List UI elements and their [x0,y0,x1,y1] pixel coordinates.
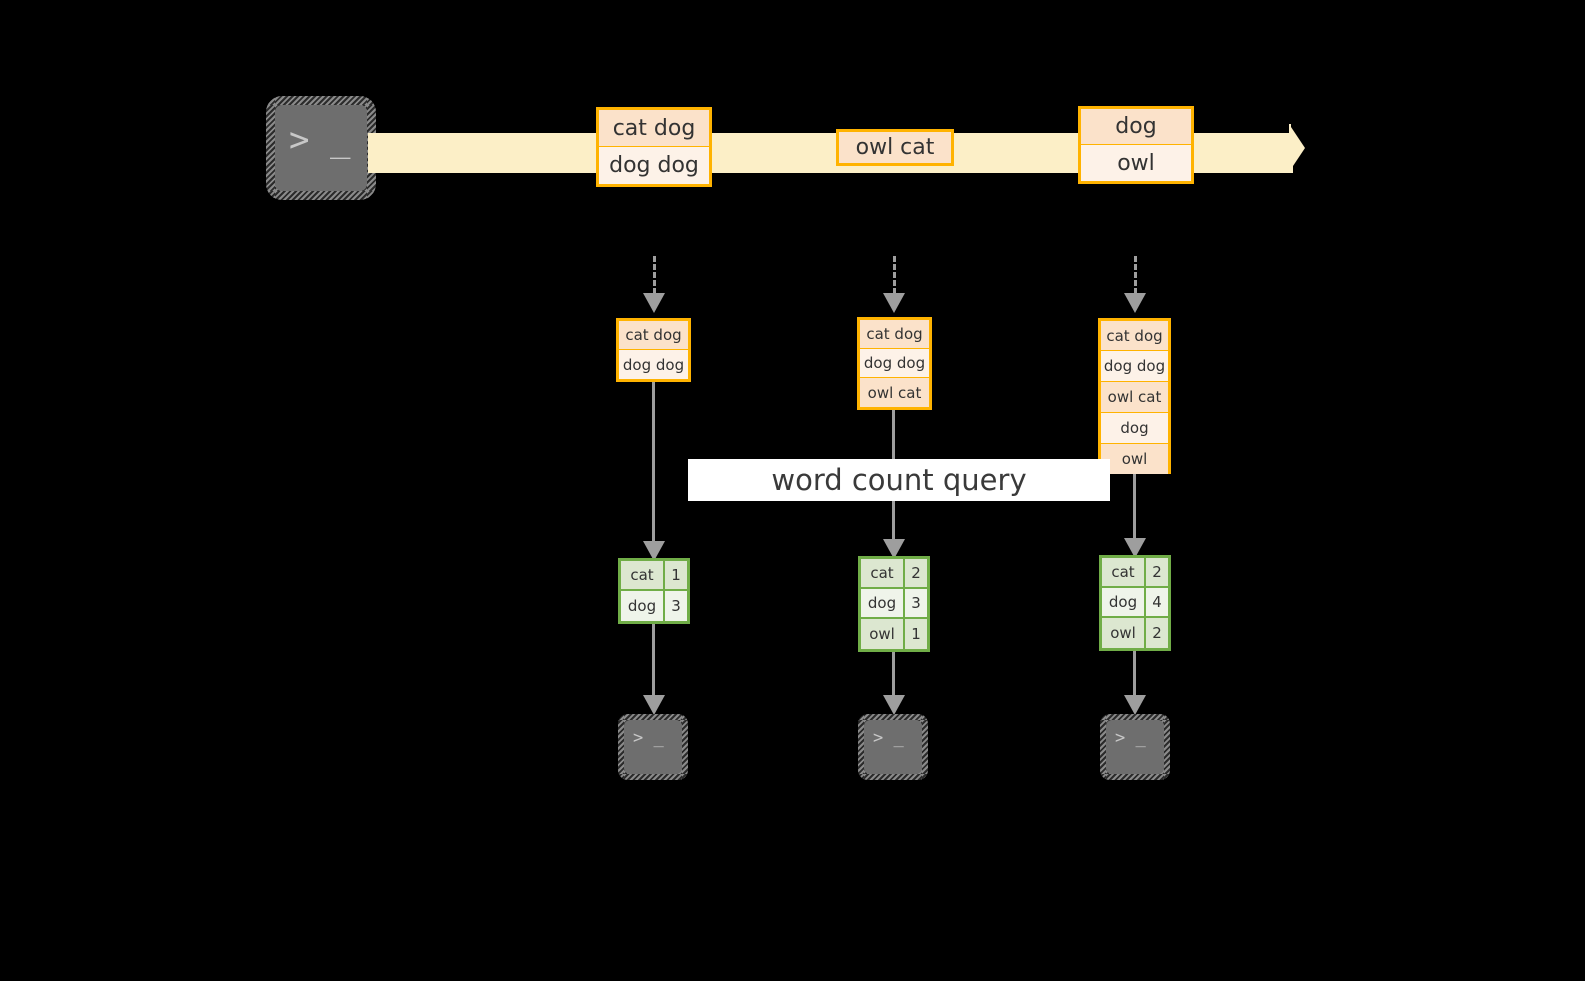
result-table-row: cat 2 [861,559,927,589]
terminal-prompt-glyph: > _ [633,728,664,748]
input-table-column-3: cat dog dog dog owl cat dog owl [1098,318,1171,474]
result-word-cell: dog [1102,588,1146,616]
result-word-cell: cat [1102,558,1146,586]
sink-connector-column-1 [652,624,655,696]
query-connector-arrow-head-column-1 [643,541,665,561]
source-terminal-icon: > _ [266,96,376,200]
result-table-row: dog 3 [621,591,687,621]
input-table-row: dog dog [1101,351,1168,382]
result-word-cell: dog [621,591,665,621]
input-table-row: owl [1101,444,1168,474]
sink-terminal-icon-column-2: > _ [858,714,928,780]
query-connector-column-3 [1133,474,1136,540]
sink-terminal-icon-column-1: > _ [618,714,688,780]
input-table-row: cat dog [860,320,929,349]
stream-event-box: owl cat [836,129,954,166]
terminal-screen: > _ [864,720,922,774]
input-table-row: cat dog [619,321,688,350]
input-table-column-2: cat dog dog dog owl cat [857,317,932,410]
stream-event-line: cat dog [599,110,709,147]
result-table-row: owl 2 [1102,618,1168,648]
query-label-text: word count query [771,463,1027,497]
input-table-row: cat dog [1101,321,1168,351]
stream-to-table-connector [893,256,896,294]
input-table-row: dog dog [860,349,929,378]
stream-event-box: dog owl [1078,106,1194,184]
stream-to-table-arrow-head [883,293,905,313]
sink-connector-arrow-head-column-2 [883,695,905,715]
query-connector-arrow-head-column-3 [1124,538,1146,558]
result-table-column-1: cat 1 dog 3 [618,558,690,624]
result-table-row: owl 1 [861,619,927,649]
stream-event-box: cat dog dog dog [596,107,712,187]
stream-event-line: dog [1081,109,1191,145]
stream-to-table-connector [653,256,656,294]
terminal-screen: > _ [275,105,367,191]
result-word-cell: cat [621,561,665,589]
result-count-cell: 4 [1146,588,1168,616]
query-connector-arrow-head-column-2 [883,539,905,559]
sink-connector-arrow-head-column-3 [1124,695,1146,715]
stream-event-line: owl cat [839,132,951,163]
result-table-row: dog 4 [1102,588,1168,618]
input-table-row: owl cat [860,378,929,407]
sink-connector-column-2 [892,652,895,696]
result-table-row: cat 2 [1102,558,1168,588]
stream-event-line: dog dog [599,147,709,184]
terminal-screen: > _ [1106,720,1164,774]
stream-to-table-arrow-head [643,293,665,313]
result-count-cell: 1 [665,561,687,589]
sink-connector-arrow-head-column-1 [643,695,665,715]
terminal-prompt-glyph: > _ [873,728,904,748]
result-count-cell: 3 [665,591,687,621]
result-word-cell: owl [1102,618,1146,648]
stream-to-table-arrow-head [1124,293,1146,313]
result-word-cell: dog [861,589,905,617]
query-connector-column-1 [652,382,655,542]
sink-connector-column-3 [1133,651,1136,696]
stream-to-table-connector [1134,256,1137,294]
stream-event-line: owl [1081,145,1191,181]
terminal-prompt-glyph: > _ [1115,728,1146,748]
result-table-column-3: cat 2 dog 4 owl 2 [1099,555,1171,651]
input-table-row: owl cat [1101,382,1168,413]
result-count-cell: 3 [905,589,927,617]
sink-terminal-icon-column-3: > _ [1100,714,1170,780]
result-count-cell: 1 [905,619,927,649]
result-word-cell: cat [861,559,905,587]
result-table-row: cat 1 [621,561,687,591]
result-table-column-2: cat 2 dog 3 owl 1 [858,556,930,652]
input-table-column-1: cat dog dog dog [616,318,691,382]
result-count-cell: 2 [1146,558,1168,586]
result-count-cell: 2 [905,559,927,587]
terminal-screen: > _ [624,720,682,774]
result-table-row: dog 3 [861,589,927,619]
result-word-cell: owl [861,619,905,649]
event-stream-arrow-head [1289,124,1305,172]
result-count-cell: 2 [1146,618,1168,648]
input-table-row: dog dog [619,350,688,379]
query-label-band: word count query [688,459,1110,501]
terminal-prompt-glyph: > _ [289,120,351,160]
input-table-row: dog [1101,413,1168,444]
